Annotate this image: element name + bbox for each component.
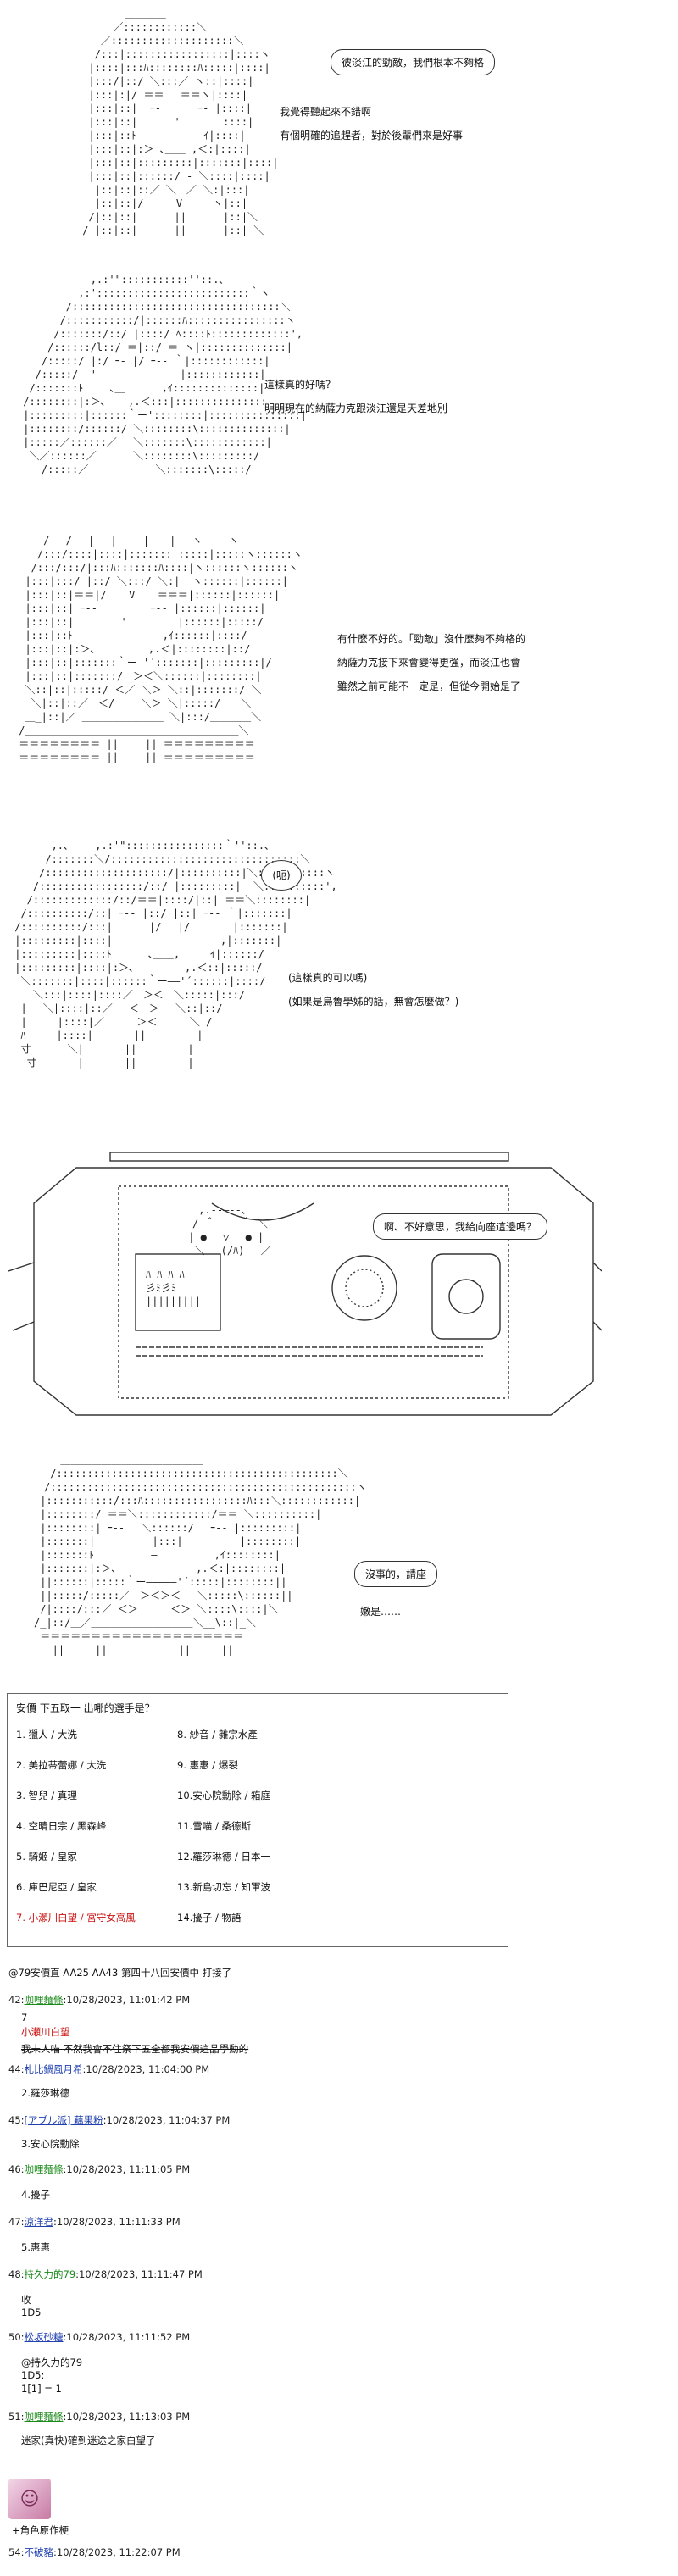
option-item: 9. 惠惠 / 爆裂 bbox=[177, 1759, 238, 1771]
thread-header: @79安價直 AA25 AA43 第四十八回安價中 打接了 bbox=[8, 1967, 232, 1979]
post-body-line: 5.惠惠 bbox=[21, 2241, 50, 2253]
dialog-line: 我覺得聽起來不錯啊 bbox=[280, 106, 372, 118]
ascii-art-character-2: ,.:'":::::::::::''::.､ ,:'::::::::::::::… bbox=[23, 274, 307, 475]
post-number: 46: bbox=[8, 2163, 25, 2175]
speech-bubble: 沒事的，請座 bbox=[354, 1561, 438, 1587]
bubble-text: 啊、不好意思，我給向座這邊嗎？ bbox=[384, 1221, 537, 1233]
option-item: 12.羅莎琳德 / 日本一 bbox=[177, 1851, 270, 1863]
bubble-text: 彼淡江的勁敵，我們根本不夠格 bbox=[342, 57, 485, 69]
user-name-link[interactable]: 持久力的79 bbox=[24, 2268, 76, 2280]
option-item-selected: 7. 小瀬川白望 / 宮守女高風 bbox=[16, 1912, 136, 1924]
post-number: 50: bbox=[8, 2331, 25, 2343]
user-name-link[interactable]: 不破豬 bbox=[24, 2546, 54, 2558]
user-name-link[interactable]: 咖哩麵條 bbox=[24, 2163, 64, 2175]
post-number: 54: bbox=[8, 2546, 25, 2558]
dialog-line: 雖然之前可能不一定是，但從今開始是了 bbox=[337, 680, 521, 692]
bubble-text: 沒事的，請座 bbox=[365, 1568, 427, 1580]
option-item: 8. 紗音 / 雜宗水產 bbox=[177, 1729, 258, 1740]
dialog-block: 這樣真的好嗎？ 明明現在的納薩力克跟淡江還是天差地別 bbox=[264, 373, 447, 420]
option-item: 5. 騎姬 / 皇家 bbox=[16, 1851, 77, 1863]
option-item: 14.擾子 / 物語 bbox=[177, 1912, 242, 1924]
post-body-line: 迷家(真快)確到迷途之家白望了 bbox=[21, 2434, 156, 2446]
ascii-art-tablet-face: ,.-‐―‐-､ / ＾ ＾ ＼ | ● ▽ ● | ＼ (/ﾊ) ／ bbox=[188, 1204, 271, 1257]
vote-options-box: 安價 下五取一 出哪的選手是？ 1. 獵人 / 大洗 2. 美拉蒂蕾娜 / 大洗… bbox=[7, 1693, 508, 1947]
dialog-block: 有什麼不好的。「勁敵」沒什麼夠不夠格的 納薩力克接下來會變得更強，而淡江也會 雖… bbox=[337, 627, 525, 698]
avatar-face-icon: ☺ bbox=[19, 2488, 40, 2510]
dialog-line: 嫩是…… bbox=[360, 1600, 401, 1624]
dialog-line: 有個明確的追趕者，對於後輩們來是好事 bbox=[280, 130, 464, 142]
dialog-text: 嫩是…… bbox=[360, 1606, 402, 1618]
post-header: 46:咖哩麵條:10/28/2023, 11:11:05 PM bbox=[8, 2163, 191, 2175]
post-timestamp: 10/28/2023, 11:04:00 PM bbox=[86, 2063, 210, 2075]
user-name-link[interactable]: 咖哩麵條 bbox=[24, 1994, 64, 2006]
post-timestamp: 10/28/2023, 11:11:47 PM bbox=[79, 2268, 203, 2280]
ascii-art-screen: ﾊ ﾊ ﾊ ﾊ 彡ﾐ彡ﾐ ||||||||| bbox=[146, 1269, 202, 1307]
post-timestamp: 10/28/2023, 11:22:07 PM bbox=[56, 2546, 181, 2558]
post-body-line: 小瀬川白望 bbox=[21, 2026, 70, 2038]
option-item: 4. 空晴日宗 / 黑森峰 bbox=[16, 1820, 107, 1832]
post-body-line: 1[1] = 1 bbox=[21, 2383, 62, 2395]
option-item: 2. 美拉蒂蕾娜 / 大洗 bbox=[16, 1759, 107, 1771]
user-name-link[interactable]: 涼洋君 bbox=[24, 2216, 54, 2228]
dialog-line: (這樣真的可以嗎) bbox=[288, 972, 368, 984]
post-timestamp: 10/28/2023, 11:04:37 PM bbox=[106, 2114, 231, 2126]
post-body-line: 2.羅莎琳德 bbox=[21, 2087, 69, 2099]
bubble-text: (呃) bbox=[272, 869, 291, 881]
user-name-link[interactable]: 咖哩麵條 bbox=[24, 2411, 64, 2423]
post-number: 42: bbox=[8, 1994, 25, 2006]
ascii-art-character-6: ＿＿＿＿＿＿＿＿＿＿＿＿＿＿ /::::::::::::::::::::::::… bbox=[34, 1454, 367, 1656]
post-header: 42:咖哩麵條:10/28/2023, 11:01:42 PM bbox=[8, 1994, 191, 2006]
option-item: 10.安心院勳除 / 箱庭 bbox=[177, 1790, 270, 1802]
post-header: 54:不破豬:10/28/2023, 11:22:07 PM bbox=[8, 2546, 181, 2558]
post-header: 50:松坂砂糖:10/28/2023, 11:11:52 PM bbox=[8, 2331, 191, 2343]
post-header: 48:持久力的79:10/28/2023, 11:11:47 PM bbox=[8, 2268, 203, 2280]
post-body-line: 3.安心院勳除 bbox=[21, 2138, 80, 2150]
post-header: 44:札比鍋風月希:10/28/2023, 11:04:00 PM bbox=[8, 2063, 210, 2075]
post-body-line: 收 bbox=[21, 2294, 31, 2306]
post-timestamp: 10/28/2023, 11:11:05 PM bbox=[66, 2163, 191, 2175]
thought-bubble: (呃) bbox=[261, 860, 302, 891]
option-item: 1. 獵人 / 大洗 bbox=[16, 1729, 77, 1740]
post-timestamp: 10/28/2023, 11:13:03 PM bbox=[66, 2411, 191, 2423]
tablet-frame-drawing bbox=[8, 1152, 602, 1416]
ascii-art-character-1: ＿＿＿＿ ／::::::::::::＼ ／:::::::::::::::::::… bbox=[82, 8, 279, 236]
post-timestamp: 10/28/2023, 11:01:42 PM bbox=[66, 1994, 191, 2006]
post-number: 44: bbox=[8, 2063, 25, 2075]
post-body-line: +角色原作梗 bbox=[12, 2524, 69, 2536]
post-body-line: 我未人喵 不然我會不住祭下五全都我安價這品學勳的 bbox=[21, 2043, 249, 2055]
dialog-line: 明明現在的納薩力克跟淡江還是天差地別 bbox=[264, 402, 448, 414]
speech-bubble: 啊、不好意思，我給向座這邊嗎？ bbox=[373, 1213, 548, 1240]
dialog-block: (這樣真的可以嗎) (如果是烏魯學姊的話，無會怎麼做？) bbox=[288, 966, 458, 1013]
post-number: 51: bbox=[8, 2411, 25, 2423]
option-item: 6. 庫巴尼亞 / 皇家 bbox=[16, 1881, 97, 1893]
post-timestamp: 10/28/2023, 11:11:52 PM bbox=[66, 2331, 191, 2343]
option-item: 13.新島切忘 / 知軍波 bbox=[177, 1881, 270, 1893]
post-header: 51:咖哩麵條:10/28/2023, 11:13:03 PM bbox=[8, 2411, 191, 2423]
post-timestamp: 10/28/2023, 11:11:33 PM bbox=[56, 2216, 181, 2228]
dialog-block: 我覺得聽起來不錯啊 有個明確的追趕者，對於後輩們來是好事 bbox=[280, 100, 463, 147]
option-item: 11.雪喵 / 桑德斯 bbox=[177, 1820, 251, 1832]
post-body-line: 1D5: bbox=[21, 2369, 45, 2381]
avatar-image: ☺ bbox=[8, 2479, 51, 2519]
post-number: 45: bbox=[8, 2114, 25, 2126]
option-item: 3. 智兒 / 真理 bbox=[16, 1790, 77, 1802]
post-number: 47: bbox=[8, 2216, 25, 2228]
post-number: 48: bbox=[8, 2268, 25, 2280]
dialog-line: 有什麼不好的。「勁敵」沒什麼夠不夠格的 bbox=[337, 633, 526, 645]
vote-title: 安價 下五取一 出哪的選手是？ bbox=[16, 1702, 155, 1714]
dialog-line: 這樣真的好嗎？ bbox=[264, 379, 336, 391]
dialog-line: (如果是烏魯學姊的話，無會怎麼做？) bbox=[288, 996, 459, 1008]
user-name-link[interactable]: 札比鍋風月希 bbox=[24, 2063, 83, 2075]
user-name-link[interactable]: [アブル派] 藕果粉 bbox=[24, 2114, 103, 2126]
post-header: 47:涼洋君:10/28/2023, 11:11:33 PM bbox=[8, 2216, 181, 2228]
post-body-line: @持久力的79 bbox=[21, 2357, 83, 2368]
ascii-art-character-3: / / | | | | ヽ ヽ /:::/::::|::::|:::::::|:… bbox=[19, 535, 303, 763]
speech-bubble: 彼淡江的勁敵，我們根本不夠格 bbox=[331, 49, 496, 75]
post-header: 45:[アブル派] 藕果粉:10/28/2023, 11:04:37 PM bbox=[8, 2114, 231, 2126]
user-name-link[interactable]: 松坂砂糖 bbox=[24, 2331, 64, 2343]
post-body-line: 1D5 bbox=[21, 2307, 42, 2318]
dialog-line: 納薩力克接下來會變得更強，而淡江也會 bbox=[337, 657, 521, 669]
post-body-line: 7 bbox=[21, 2012, 28, 2024]
post-body-line: 4.擾子 bbox=[21, 2189, 50, 2201]
